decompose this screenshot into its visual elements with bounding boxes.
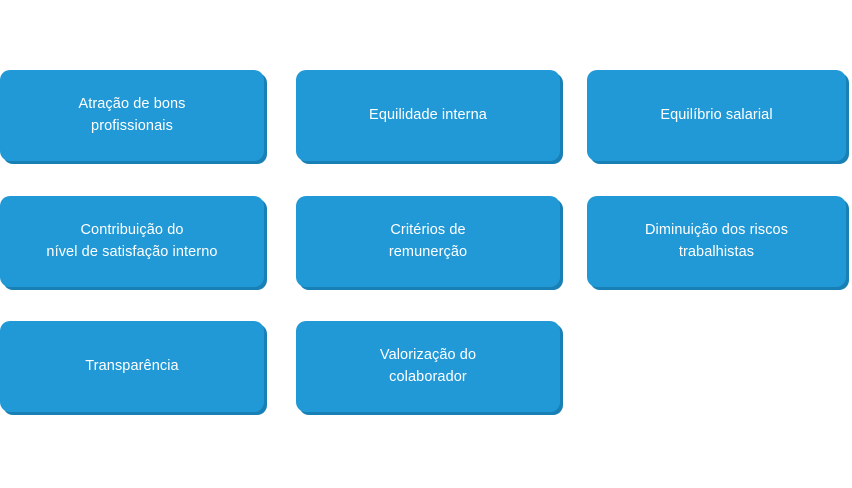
- box-label: Critérios de remunerção: [388, 222, 468, 260]
- box-diminuicao-riscos-trabalhistas[interactable]: Diminuição dos riscos trabalhistas: [587, 196, 846, 287]
- box-label: Transparência: [85, 357, 179, 374]
- box-equilibrio-salarial[interactable]: Equilíbrio salarial: [587, 70, 846, 161]
- box-label: Atração de bons profissionais: [78, 96, 186, 134]
- box-label: Equilíbrio salarial: [660, 106, 773, 123]
- box-label: Diminuição dos riscos trabalhistas: [644, 222, 789, 260]
- box-valorizacao-do-colaborador[interactable]: Valorização do colaborador: [296, 321, 560, 412]
- box-transparencia[interactable]: Transparência: [0, 321, 264, 412]
- box-criterios-de-remuneracao[interactable]: Critérios de remunerção: [296, 196, 560, 287]
- box-atracao-de-bons-profissionais[interactable]: Atração de bons profissionais: [0, 70, 264, 161]
- box-label: Contribuição do nível de satisfação inte…: [46, 222, 218, 260]
- box-label: Valorização do colaborador: [379, 347, 477, 385]
- box-label: Equilidade interna: [369, 106, 487, 123]
- box-equilidade-interna[interactable]: Equilidade interna: [296, 70, 560, 161]
- box-contribuicao-nivel-satisfacao[interactable]: Contribuição do nível de satisfação inte…: [0, 196, 264, 287]
